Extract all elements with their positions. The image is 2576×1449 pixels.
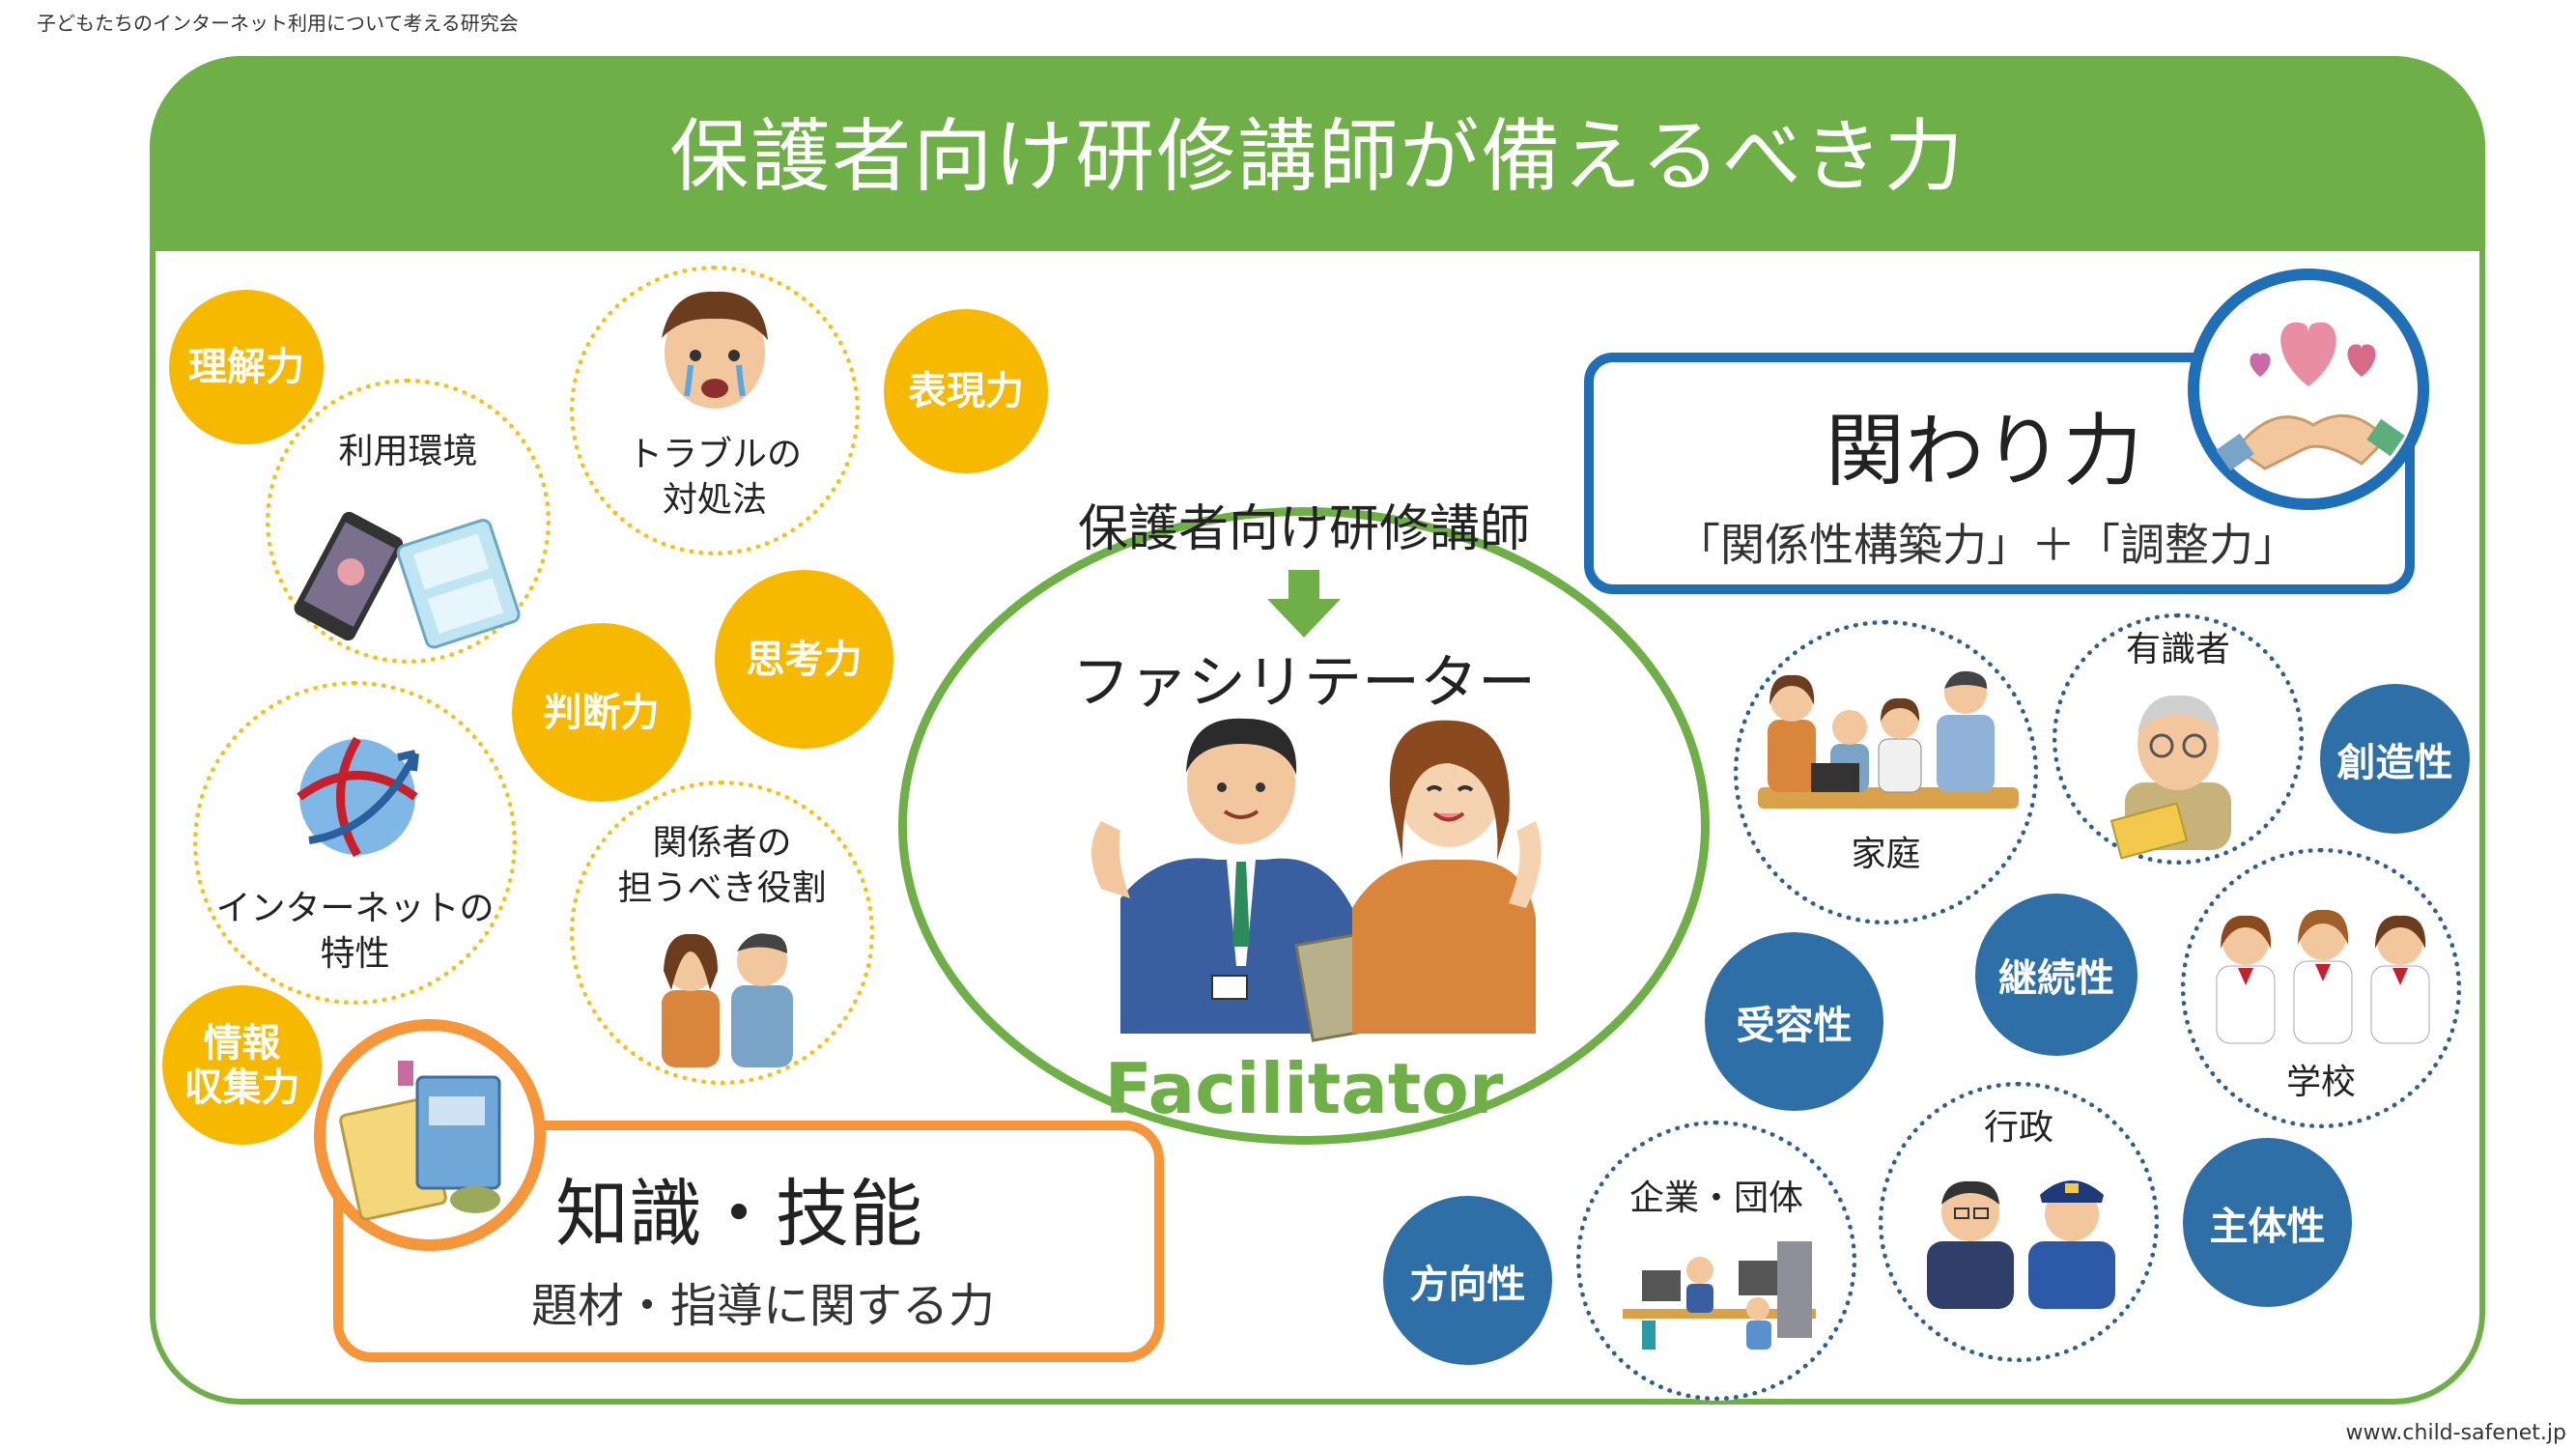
relation-heading: 関わり力 [1826, 406, 2143, 497]
center-english-label: Facilitator [1104, 1048, 1504, 1129]
topic-trouble-label: トラブルの 対処法 [627, 435, 802, 520]
ability-judgment: 判断力 [512, 623, 691, 802]
stakeholder-government-circle [1879, 1082, 2159, 1362]
crying-boy-icon [662, 291, 768, 409]
ability-expression: 表現力 [884, 309, 1048, 473]
quality-receptivity: 受容性 [1705, 932, 1883, 1111]
stakeholder-government-label: 行政 [1983, 1108, 2053, 1148]
stakeholder-expert-label: 有識者 [2125, 630, 2230, 669]
knowledge-heading: 知識・技能 [555, 1171, 922, 1257]
facilitator-circle [898, 507, 1710, 1145]
diagram-title: 保護者向け研修講師が備えるべき力 [669, 111, 1966, 203]
ability-information-gathering: 情報 収集力 [162, 985, 322, 1145]
organization-name: 子どもたちのインターネット利用について考える研究会 [37, 12, 519, 35]
topic-environment-label: 利用環境 [338, 432, 478, 471]
title-banner [150, 56, 2485, 251]
quality-direction: 方向性 [1383, 1196, 1552, 1365]
stakeholder-school-label: 学校 [2285, 1063, 2356, 1102]
ability-thinking: 思考力 [715, 570, 893, 749]
knowledge-subheading: 題材・指導に関する力 [531, 1279, 996, 1333]
books-icon [339, 1061, 501, 1221]
topic-trouble-circle [570, 266, 860, 555]
center-facilitator-label: ファシリテーター [1072, 649, 1536, 717]
office-workers-icon [1623, 1241, 1816, 1350]
smartphone-gameconsole-icon [294, 511, 521, 649]
globe-icon [297, 736, 419, 858]
center-role-label: 保護者向け研修講師 [1077, 500, 1530, 558]
ability-understanding: 理解力 [169, 290, 324, 444]
topic-internet-label: インターネットの 特性 [215, 889, 495, 974]
quality-initiative: 主体性 [2183, 1138, 2352, 1307]
official-police-icon [1927, 1180, 2115, 1309]
footer-url: www.child-safenet.jp [2345, 1421, 2566, 1445]
down-arrow-icon [1267, 570, 1341, 638]
students-icon [2216, 909, 2430, 1044]
stakeholder-family-label: 家庭 [1851, 835, 1921, 874]
relation-subheading: 「関係性構築力」＋「調整力」 [1676, 519, 2298, 571]
topic-roles-circle [570, 781, 874, 1085]
facilitators-illustration [1091, 718, 1542, 1042]
quality-creativity: 創造性 [2320, 684, 2470, 834]
elderly-expert-icon [2109, 695, 2231, 860]
stakeholder-company-label: 企業・団体 [1628, 1179, 1803, 1218]
topic-roles-label: 関係者の 担うべき役割 [617, 823, 827, 908]
hearts-handshake-icon [2216, 322, 2405, 471]
couple-icon [662, 933, 793, 1067]
family-icon [1758, 670, 2019, 809]
quality-continuity: 継続性 [1975, 894, 2137, 1056]
